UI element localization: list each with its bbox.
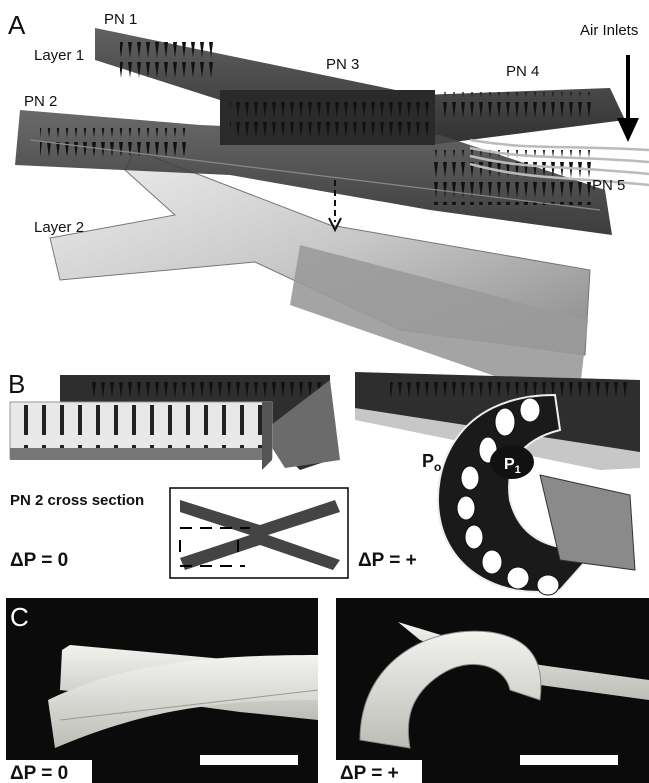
panel-b: B xyxy=(8,369,640,595)
label-air-inlets: Air Inlets xyxy=(580,22,638,39)
panel-a: A xyxy=(8,10,649,405)
label-pn2: PN 2 xyxy=(24,93,57,110)
panel-c-letter: C xyxy=(10,602,29,632)
label-layer2: Layer 2 xyxy=(34,219,84,236)
panel-b-letter: B xyxy=(8,369,25,399)
label-pn4: PN 4 xyxy=(506,63,539,80)
label-pn1: PN 1 xyxy=(104,11,137,28)
label-po: Po xyxy=(422,451,441,474)
label-pn5: PN 5 xyxy=(592,177,625,194)
photo-unpressurized: C ΔP = 0 xyxy=(6,598,318,783)
photo-pressurized: ΔP = + xyxy=(336,598,649,783)
scale-bar-right xyxy=(520,755,618,765)
label-layer1: Layer 1 xyxy=(34,47,84,64)
label-c-delta-p-zero: ΔP = 0 xyxy=(10,763,68,783)
label-cross-section: PN 2 cross section xyxy=(10,492,144,509)
scale-bar-left xyxy=(200,755,298,765)
panel-a-letter: A xyxy=(8,10,26,40)
label-c-delta-p-plus: ΔP = + xyxy=(340,763,399,783)
cross-section-inset xyxy=(170,488,348,578)
panel-c: C ΔP = 0 ΔP = + xyxy=(6,598,649,783)
panel-b-unpressurized xyxy=(10,375,340,470)
layer-1-network xyxy=(15,28,625,235)
label-pn3: PN 3 xyxy=(326,56,359,73)
air-inlet-arrowhead xyxy=(617,118,639,142)
label-b-delta-p-zero: ΔP = 0 xyxy=(10,550,68,571)
label-b-delta-p-plus: ΔP = + xyxy=(358,550,417,571)
